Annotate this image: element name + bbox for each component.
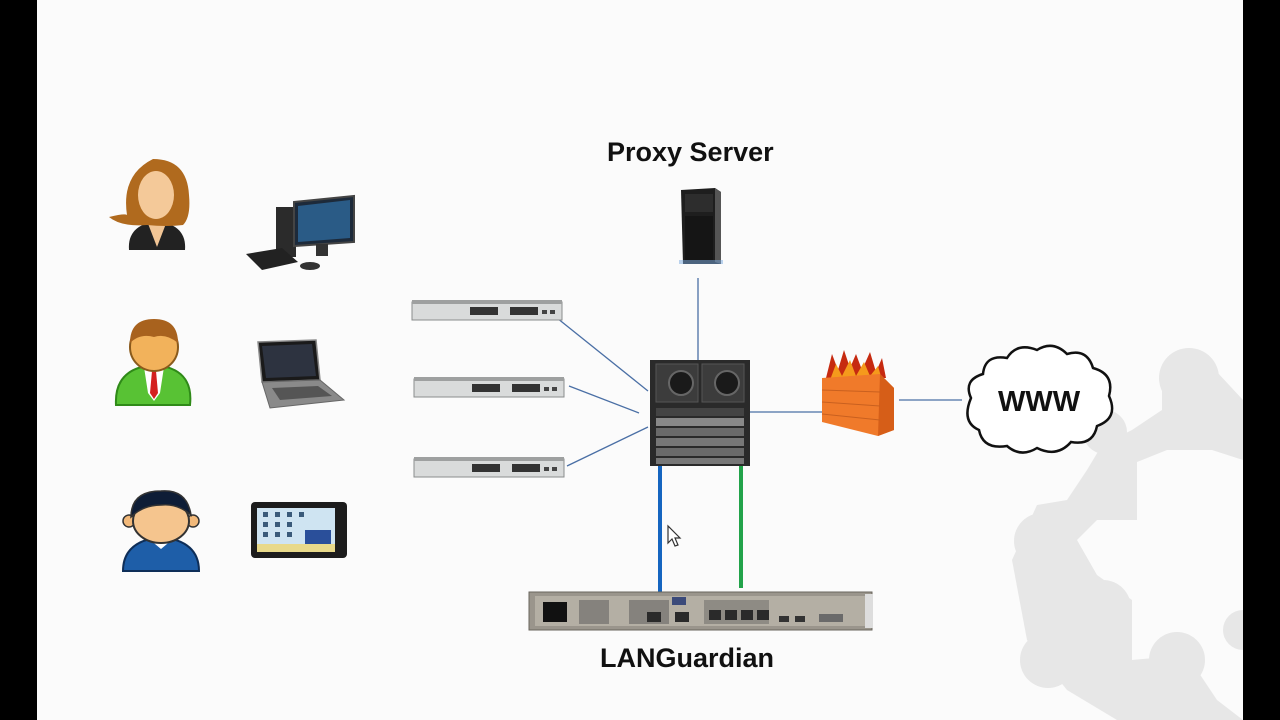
link-switch1-core [556,317,649,392]
proxy-server-icon [679,188,723,264]
firewall-icon [821,350,894,436]
proxy-server-label: Proxy Server [607,137,774,167]
core-switch-icon [650,360,750,466]
internet-label: WWW [998,386,1081,418]
link-switch3-core [566,426,649,467]
user-woman-icon [109,159,190,250]
access-switch-1-icon [411,300,563,321]
connections-layer [556,278,962,600]
laptop-icon [257,339,346,409]
link-switch2-core [568,385,640,414]
background-pattern [1012,348,1243,720]
languardian-label: LANGuardian [600,643,775,673]
desktop-computer-icon [246,194,355,270]
user-boy-icon [121,490,201,572]
access-switch-2-icon [413,377,565,398]
tablet-icon [251,502,347,558]
slide-canvas: Proxy Server WWW [37,0,1243,720]
user-businessman-icon [114,319,192,406]
mouse-cursor-icon [667,524,682,547]
languardian-appliance-icon [528,591,873,631]
access-switch-3-icon [413,457,565,478]
internet-cloud-icon [966,344,1114,454]
